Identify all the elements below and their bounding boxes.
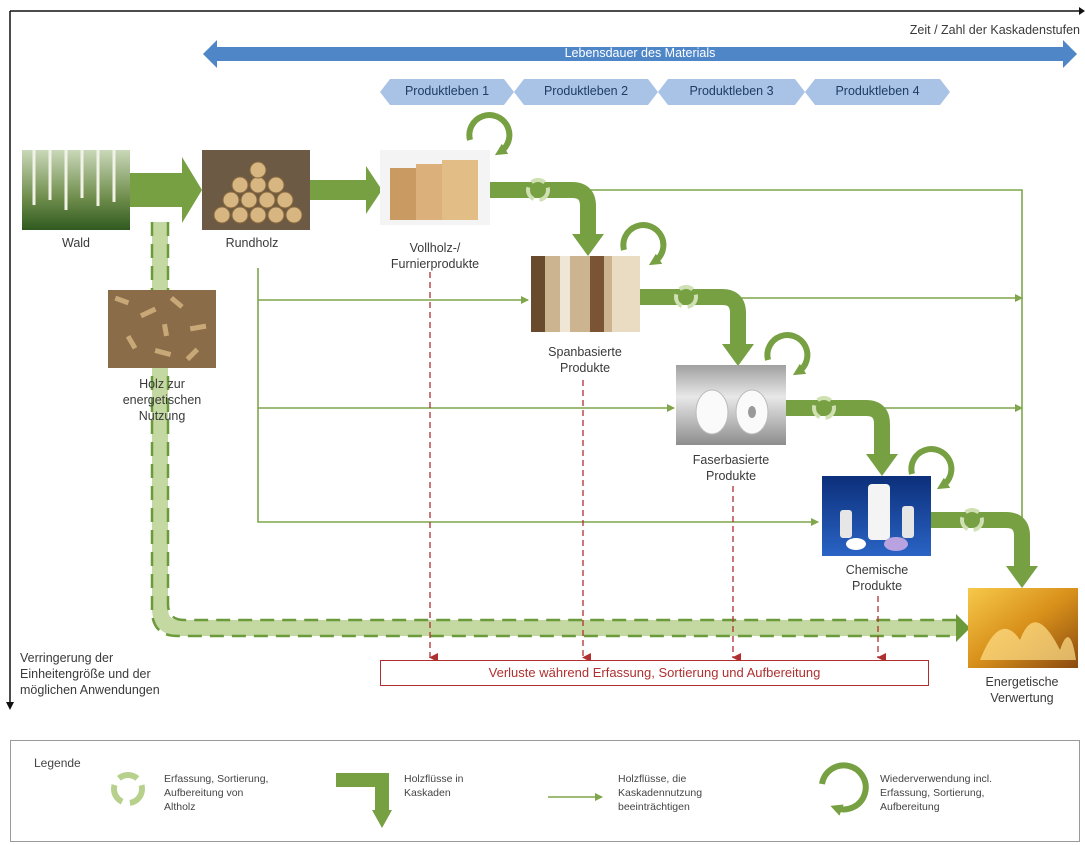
legend-recycle-icon <box>111 772 145 806</box>
legend-title: Legende <box>34 756 81 770</box>
node-label-wald: Wald <box>61 236 90 250</box>
phase-label-2: Produktleben 2 <box>543 84 629 98</box>
size-axis-label: Verringerung der Einheitengröße und der … <box>20 651 160 697</box>
node-label-energetisch: Energetische Verwertung <box>985 675 1059 705</box>
losses-box: Verluste während Erfassung, Sortierung u… <box>380 660 929 686</box>
loss-lines <box>429 272 886 662</box>
node-label-faserbasiert: Faserbasierte Produkte <box>692 453 770 483</box>
reuse-loop-icon <box>466 112 955 490</box>
fire-photo <box>968 588 1078 668</box>
recycle-icon <box>526 178 984 532</box>
cascade-bends <box>490 182 1030 568</box>
phase-label-3: Produktleben 3 <box>689 84 774 98</box>
time-axis <box>10 7 1085 15</box>
forest-photo <box>22 150 130 230</box>
phase-arrows <box>380 79 950 105</box>
node-label-energy-wood: Holz zur energetischen Nutzung <box>122 377 202 423</box>
legend-item-recycle-text: Erfassung, Sortierung, Aufbereitung von … <box>164 773 269 813</box>
logs-photo <box>202 150 310 230</box>
particle-board-photo <box>531 256 640 332</box>
lifetime-banner-arrow <box>203 40 1077 68</box>
time-axis-label: Zeit / Zahl der Kaskadenstufen <box>909 23 1080 37</box>
legend-panel <box>10 740 1080 842</box>
lifetime-banner-label: Lebensdauer des Materials <box>564 46 716 60</box>
phase-label-1: Produktleben 1 <box>404 84 490 98</box>
phase-label-4: Produktleben 4 <box>835 84 920 98</box>
chemical-products-photo <box>822 476 931 556</box>
energy-wood-flow <box>150 222 970 642</box>
solid-wood-photo <box>380 150 490 225</box>
woodchips-photo <box>108 290 216 368</box>
node-label-rundholz: Rundholz <box>225 236 279 250</box>
legend-item-reuse-text: Wiederverwendung incl. Erfassung, Sortie… <box>880 773 993 813</box>
legend-item-cascade-text: Holzflüsse in Kaskaden <box>404 773 464 799</box>
thin-flow-arrows <box>257 189 1026 581</box>
legend-reuse-loop-icon <box>819 762 869 816</box>
cascade-flows <box>130 157 382 223</box>
node-label-vollholz: Vollholz-/ Furnierprodukte <box>390 241 480 271</box>
size-axis <box>6 11 14 710</box>
legend-item-thin-flow-text: Holzflüsse, die Kaskadennutzung beeinträ… <box>618 773 703 813</box>
cascade-bend-heads <box>572 234 1038 588</box>
node-label-spanbasiert: Spanbasierte Produkte <box>548 345 622 375</box>
node-label-chemisch: Chemische Produkte <box>845 563 909 593</box>
legend-cascade-arrow-icon <box>336 773 392 828</box>
paper-roll-photo <box>676 365 786 445</box>
